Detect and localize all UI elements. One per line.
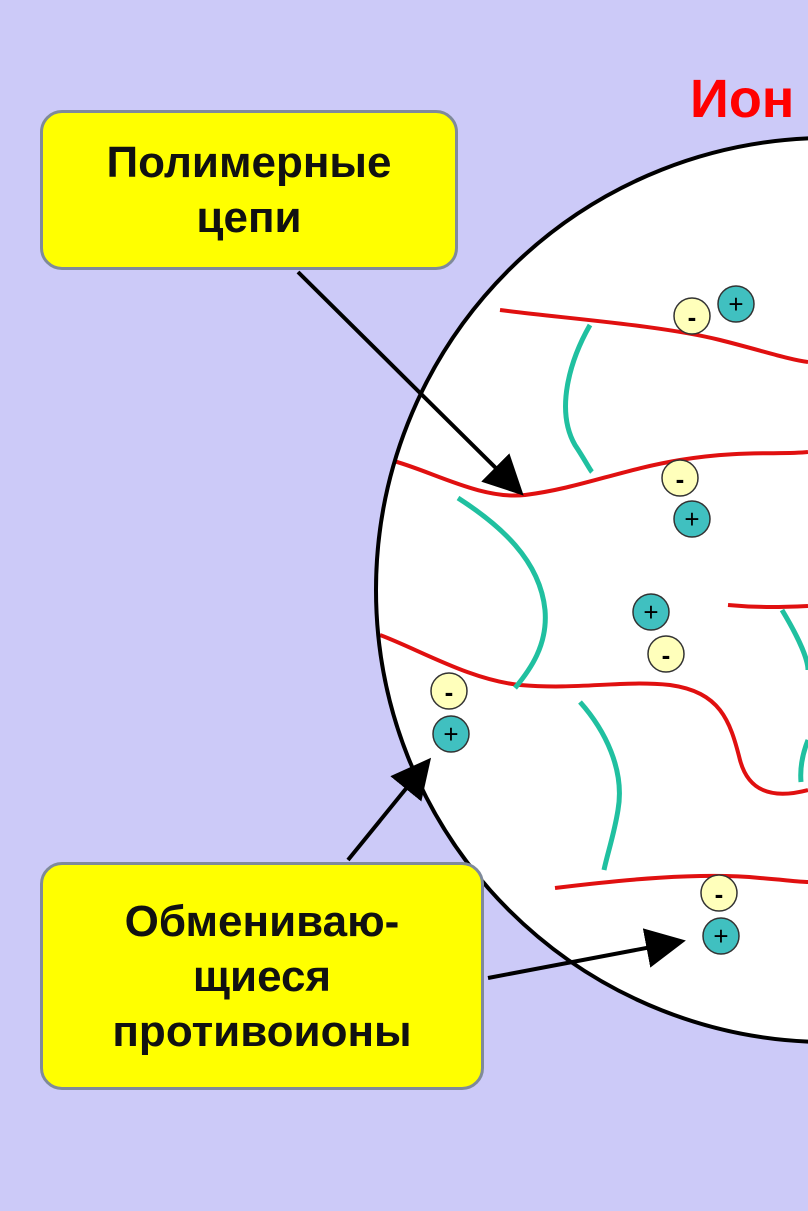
polymer-chain [499, 308, 808, 364]
cation [702, 917, 740, 955]
page-title: Ион [690, 69, 795, 129]
cation [717, 285, 755, 323]
cation [632, 593, 670, 631]
anion-sign: - [445, 677, 454, 707]
anion-sign: - [676, 464, 685, 494]
polymer-chain [389, 450, 808, 498]
anion-sign: - [688, 302, 697, 332]
callout-line: щиеся [192, 951, 332, 1001]
callout-line: Полимерные [106, 138, 392, 187]
ion-pair: + - [632, 593, 685, 673]
crosslink [578, 700, 622, 871]
cation-sign: + [643, 597, 658, 627]
callout-line: противоионы [112, 1006, 412, 1056]
callout-counterions: Обмениваю- щиеся противоионы [40, 862, 484, 1090]
arrow-to-counterion [487, 928, 686, 980]
polymer-chain [379, 633, 808, 796]
anion-sign: - [662, 640, 671, 670]
ion-pair: - + [430, 672, 470, 753]
arrow-to-bead-edge [346, 757, 432, 862]
crosslink [798, 739, 808, 783]
crosslink [563, 323, 594, 474]
ion-pair: - + [661, 459, 711, 538]
anion-sign: - [715, 879, 724, 909]
anion [700, 874, 738, 912]
anion [661, 459, 699, 497]
cation [673, 500, 711, 538]
cation-sign: + [728, 289, 743, 319]
cation-sign: + [713, 921, 728, 951]
anion [647, 635, 685, 673]
ion-pair: - + [673, 285, 755, 335]
cation [432, 715, 470, 753]
crosslink [456, 495, 548, 690]
cation-sign: + [684, 504, 699, 534]
callout-line: Обмениваю- [124, 896, 400, 946]
polymer-chain [727, 603, 808, 609]
cation-sign: + [443, 719, 458, 749]
resin-bead-outline [374, 136, 808, 1044]
polymer-chain [554, 873, 808, 890]
resin-bead [376, 138, 808, 1042]
callout-polymer-chains: Полимерные цепи [40, 110, 458, 270]
anion [430, 672, 468, 710]
ion-pair: - + [700, 874, 740, 955]
arrow-to-polymer-chain [296, 270, 524, 496]
anion [673, 297, 711, 335]
callout-line: цепи [196, 193, 302, 242]
